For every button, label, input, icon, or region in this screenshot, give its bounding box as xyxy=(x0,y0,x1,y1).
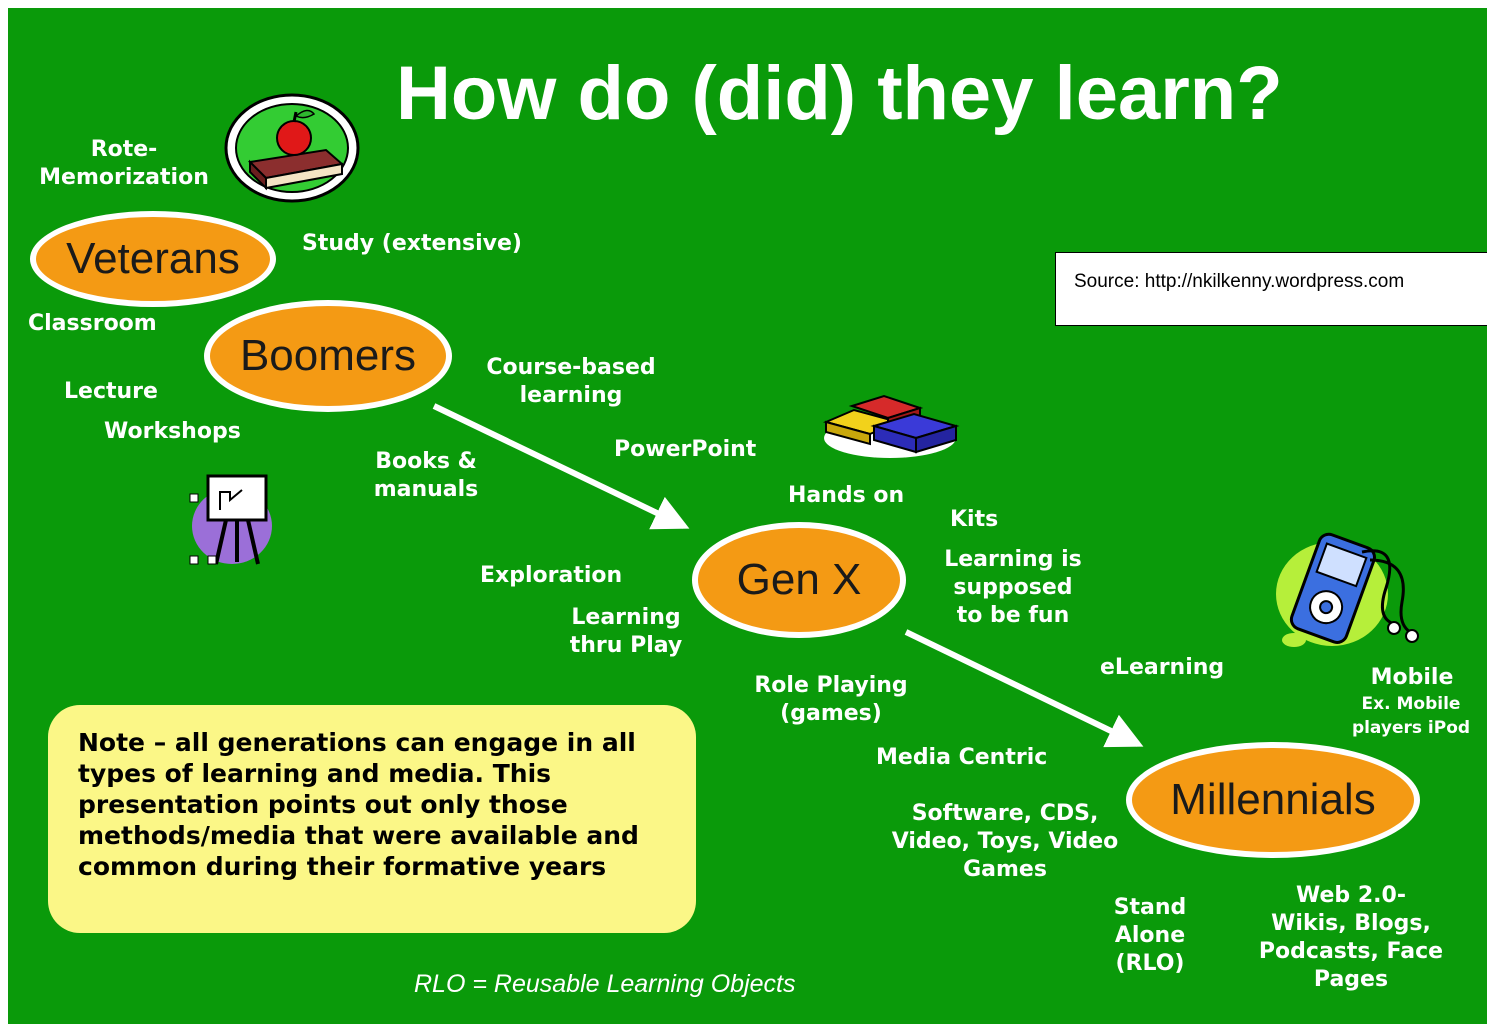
slide: How do (did) they learn? Rote- Memorizat… xyxy=(8,8,1487,1024)
lecture-label: Lecture xyxy=(64,379,158,404)
web20-label: Web 2.0- Wikis, Blogs, Podcasts, Face Pa… xyxy=(1258,883,1444,992)
genx-label: Gen X xyxy=(736,555,862,604)
genx-to-millennials-arrow xyxy=(904,629,1144,748)
boomers-label: Boomers xyxy=(239,331,417,380)
toy-blocks-icon xyxy=(822,394,960,458)
learning-fun-label: Learning is supposed to be fun xyxy=(944,547,1082,628)
hands-on-label: Hands on xyxy=(788,483,905,508)
media-centric-label: Media Centric xyxy=(876,745,1048,770)
veterans-oval: Veterans xyxy=(30,211,276,307)
apple-book-icon xyxy=(224,93,360,203)
note-box: Note – all generations can engage in all… xyxy=(48,705,696,933)
genx-oval: Gen X xyxy=(692,522,906,638)
rote-memorization-label: Rote- Memorization xyxy=(39,137,209,190)
learning-thru-play-label: Learning thru Play xyxy=(569,605,683,658)
boomers-oval: Boomers xyxy=(204,300,452,412)
source-box: Source: http://nkilkenny.wordpress.com xyxy=(1055,252,1487,326)
millennials-oval: Millennials xyxy=(1126,742,1420,858)
boomers-to-genx-arrow xyxy=(432,403,690,530)
exploration-label: Exploration xyxy=(480,563,623,588)
mobile-label: Mobile xyxy=(1370,665,1454,690)
books-manuals-label: Books & manuals xyxy=(373,449,479,502)
millennials-label: Millennials xyxy=(1170,775,1376,824)
slide-title: How do (did) they learn? xyxy=(396,51,1283,136)
stand-alone-label: Stand Alone (RLO) xyxy=(1113,895,1187,976)
footer-note: RLO = Reusable Learning Objects xyxy=(414,970,796,998)
presentation-easel-icon xyxy=(189,474,272,565)
kits-label: Kits xyxy=(950,507,999,532)
classroom-label: Classroom xyxy=(28,311,157,336)
role-playing-label: Role Playing (games) xyxy=(754,673,908,726)
arrows-layer xyxy=(432,403,1144,748)
workshops-label: Workshops xyxy=(104,419,241,444)
study-label: Study (extensive) xyxy=(302,231,522,256)
veterans-label: Veterans xyxy=(66,234,240,283)
mobile-example-label: Ex. Mobile players iPod xyxy=(1351,694,1471,738)
powerpoint-label: PowerPoint xyxy=(614,437,757,462)
ipod-icon xyxy=(1276,532,1419,647)
elearning-label: eLearning xyxy=(1100,655,1225,680)
software-label: Software, CDS, Video, Toys, Video Games xyxy=(891,801,1119,882)
course-based-label: Course-based learning xyxy=(486,355,656,408)
